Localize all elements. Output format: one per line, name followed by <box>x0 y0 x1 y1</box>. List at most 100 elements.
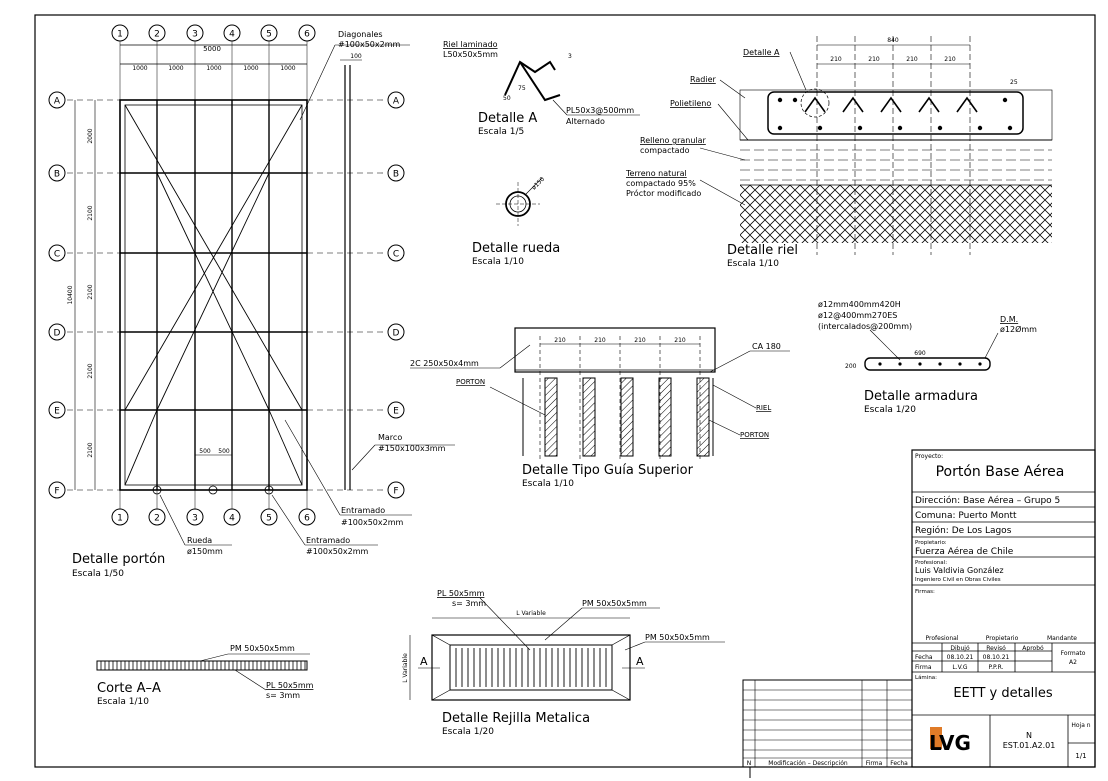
col-dim-1: 1000 <box>132 65 147 72</box>
wheel-dim-b: 500 <box>218 448 230 455</box>
row-bubble-D-right: D <box>387 323 405 341</box>
rejilla-scale: Escala 1/20 <box>442 727 494 737</box>
porton-left-label: PORTON <box>456 378 485 386</box>
tb-fecha-lbl: Fecha <box>915 654 933 661</box>
plate-note: Alternado <box>566 117 605 126</box>
terreno-label: Terreno natural <box>625 169 687 178</box>
row-dim-5: 2100 <box>87 442 94 457</box>
relleno-label-2: compactado <box>640 146 690 155</box>
row-dim-1: 2000 <box>87 128 94 143</box>
svg-text:A: A <box>393 97 400 107</box>
svg-text:6: 6 <box>304 514 310 524</box>
svg-text:1: 1 <box>117 30 123 40</box>
col-dim-5: 1000 <box>280 65 295 72</box>
rejilla-pm-top: PM 50x50x5mm <box>582 599 647 608</box>
plate-label: PL50x3@500mm <box>566 106 634 115</box>
col-bubble-1-bottom: 1 <box>111 508 129 526</box>
tb-proyecto-lbl: Proyecto: <box>915 453 943 460</box>
tb-profesional-lbl: Profesional: <box>915 560 947 566</box>
tb-firmas-lbl: Firmas: <box>915 589 935 595</box>
riel-scale: Escala 1/10 <box>727 259 779 269</box>
entramado-spec-2: #100x50x2mm <box>306 547 369 556</box>
wheel-dim-a: 500 <box>199 448 211 455</box>
detalle-a-title: Detalle A <box>478 111 537 126</box>
corte-pl: PL 50x5mm <box>266 681 314 690</box>
svg-text:2: 2 <box>154 514 160 524</box>
detail-a-ref: Detalle A <box>743 48 780 57</box>
row-bubble-E-right: E <box>387 401 405 419</box>
portal-total-width: 5000 <box>203 45 221 53</box>
tb-propietario-lbl: Propietario: <box>915 540 947 546</box>
svg-text:3: 3 <box>192 514 198 524</box>
rueda-dim: ø150 <box>530 176 546 192</box>
row-dim-4: 2100 <box>87 363 94 378</box>
rueda-scale: Escala 1/10 <box>472 257 524 267</box>
row-bubble-C-right: C <box>387 244 405 262</box>
relleno-label: Relleno granular <box>640 136 707 145</box>
tb-direccion: Dirección: Base Aérea – Grupo 5 <box>915 495 1060 506</box>
riel-sp-3: 210 <box>906 56 918 63</box>
svg-text:D: D <box>393 329 400 339</box>
rev-firma: Firma <box>866 760 883 767</box>
corte-title: Corte A–A <box>97 681 161 696</box>
col-dim-2: 1000 <box>168 65 183 72</box>
rev-n: N <box>747 760 752 767</box>
tb-firma-prop: Propietario <box>986 635 1019 642</box>
svg-text:C: C <box>393 250 399 260</box>
svg-text:1: 1 <box>117 514 123 524</box>
svg-text:E: E <box>54 407 60 417</box>
tb-lamina-lbl: Lámina: <box>915 674 937 681</box>
porton-right-label: PORTON <box>740 431 769 439</box>
svg-text:C: C <box>54 250 60 260</box>
tb-profesional-sub: Ingeniero Civil en Obras Civiles <box>915 577 1001 583</box>
col-dim-3: 1000 <box>206 65 221 72</box>
arm-line1: ø12mm400mm420H <box>818 300 901 309</box>
rev-fecha: Fecha <box>890 760 908 767</box>
rueda-spec: ø150mm <box>187 547 223 556</box>
rejilla-l-var-h: L Variable <box>516 610 546 617</box>
col-bubble-5-top: 5 <box>260 24 278 42</box>
armadura-scale: Escala 1/20 <box>864 405 916 415</box>
rueda-title: Detalle rueda <box>472 241 560 256</box>
svg-text:4: 4 <box>229 30 235 40</box>
svg-text:B: B <box>393 170 399 180</box>
svg-text:5: 5 <box>266 30 272 40</box>
guia-scale: Escala 1/10 <box>522 479 574 489</box>
rejilla-title: Detalle Rejilla Metalica <box>442 711 590 726</box>
col-bubble-6-top: 6 <box>298 24 316 42</box>
marco-spec: #150x100x3mm <box>378 444 446 453</box>
guia-sp-4: 210 <box>674 337 686 344</box>
col-bubble-4-bottom: 4 <box>223 508 241 526</box>
terreno-label-2: compactado 95% <box>626 179 696 188</box>
dm-spec: ø12Ømm <box>1000 324 1037 334</box>
tb-firma-mand: Mandante <box>1047 635 1077 642</box>
guia-title: Detalle Tipo Guía Superior <box>522 463 694 478</box>
corte-pl-s: s= 3mm <box>266 691 300 700</box>
title-block: Proyecto: Portón Base Aérea Dirección: B… <box>911 449 1096 768</box>
rejilla-pl-s: s= 3mm <box>452 599 486 608</box>
svg-text:A: A <box>54 97 61 107</box>
tb-fecha1: 08.10.21 <box>947 654 974 661</box>
dim-75: 75 <box>518 85 526 92</box>
detalle-guia: 210 210 210 210 2C 250x50x4mm CA 180 POR… <box>410 327 790 489</box>
tb-firma-prof: Profesional <box>926 635 959 642</box>
corte-scale: Escala 1/10 <box>97 697 149 707</box>
marco-label: Marco <box>378 433 402 442</box>
porton-scale: Escala 1/50 <box>72 569 124 579</box>
col-bubble-2-top: 2 <box>148 24 166 42</box>
riel-sp-4: 210 <box>944 56 956 63</box>
entramado-label-2: Entramado <box>306 536 350 545</box>
terreno-label-3: Próctor modificado <box>626 188 701 198</box>
rejilla-sec-a-right: A <box>636 655 644 668</box>
beam-label: 2C 250x50x4mm <box>410 359 479 368</box>
row-bubble-E-left: E <box>48 401 66 419</box>
tb-formato: A2 <box>1069 659 1077 666</box>
tb-logo: LVG <box>929 731 971 755</box>
sheet-border <box>34 14 1096 768</box>
riel-spec: L50x50x5mm <box>443 50 498 59</box>
dim-3: 3 <box>568 53 572 60</box>
tb-profesional: Luis Valdivia González <box>915 566 1004 575</box>
ca-label: CA 180 <box>752 342 781 351</box>
row-bubble-A-left: A <box>48 91 66 109</box>
